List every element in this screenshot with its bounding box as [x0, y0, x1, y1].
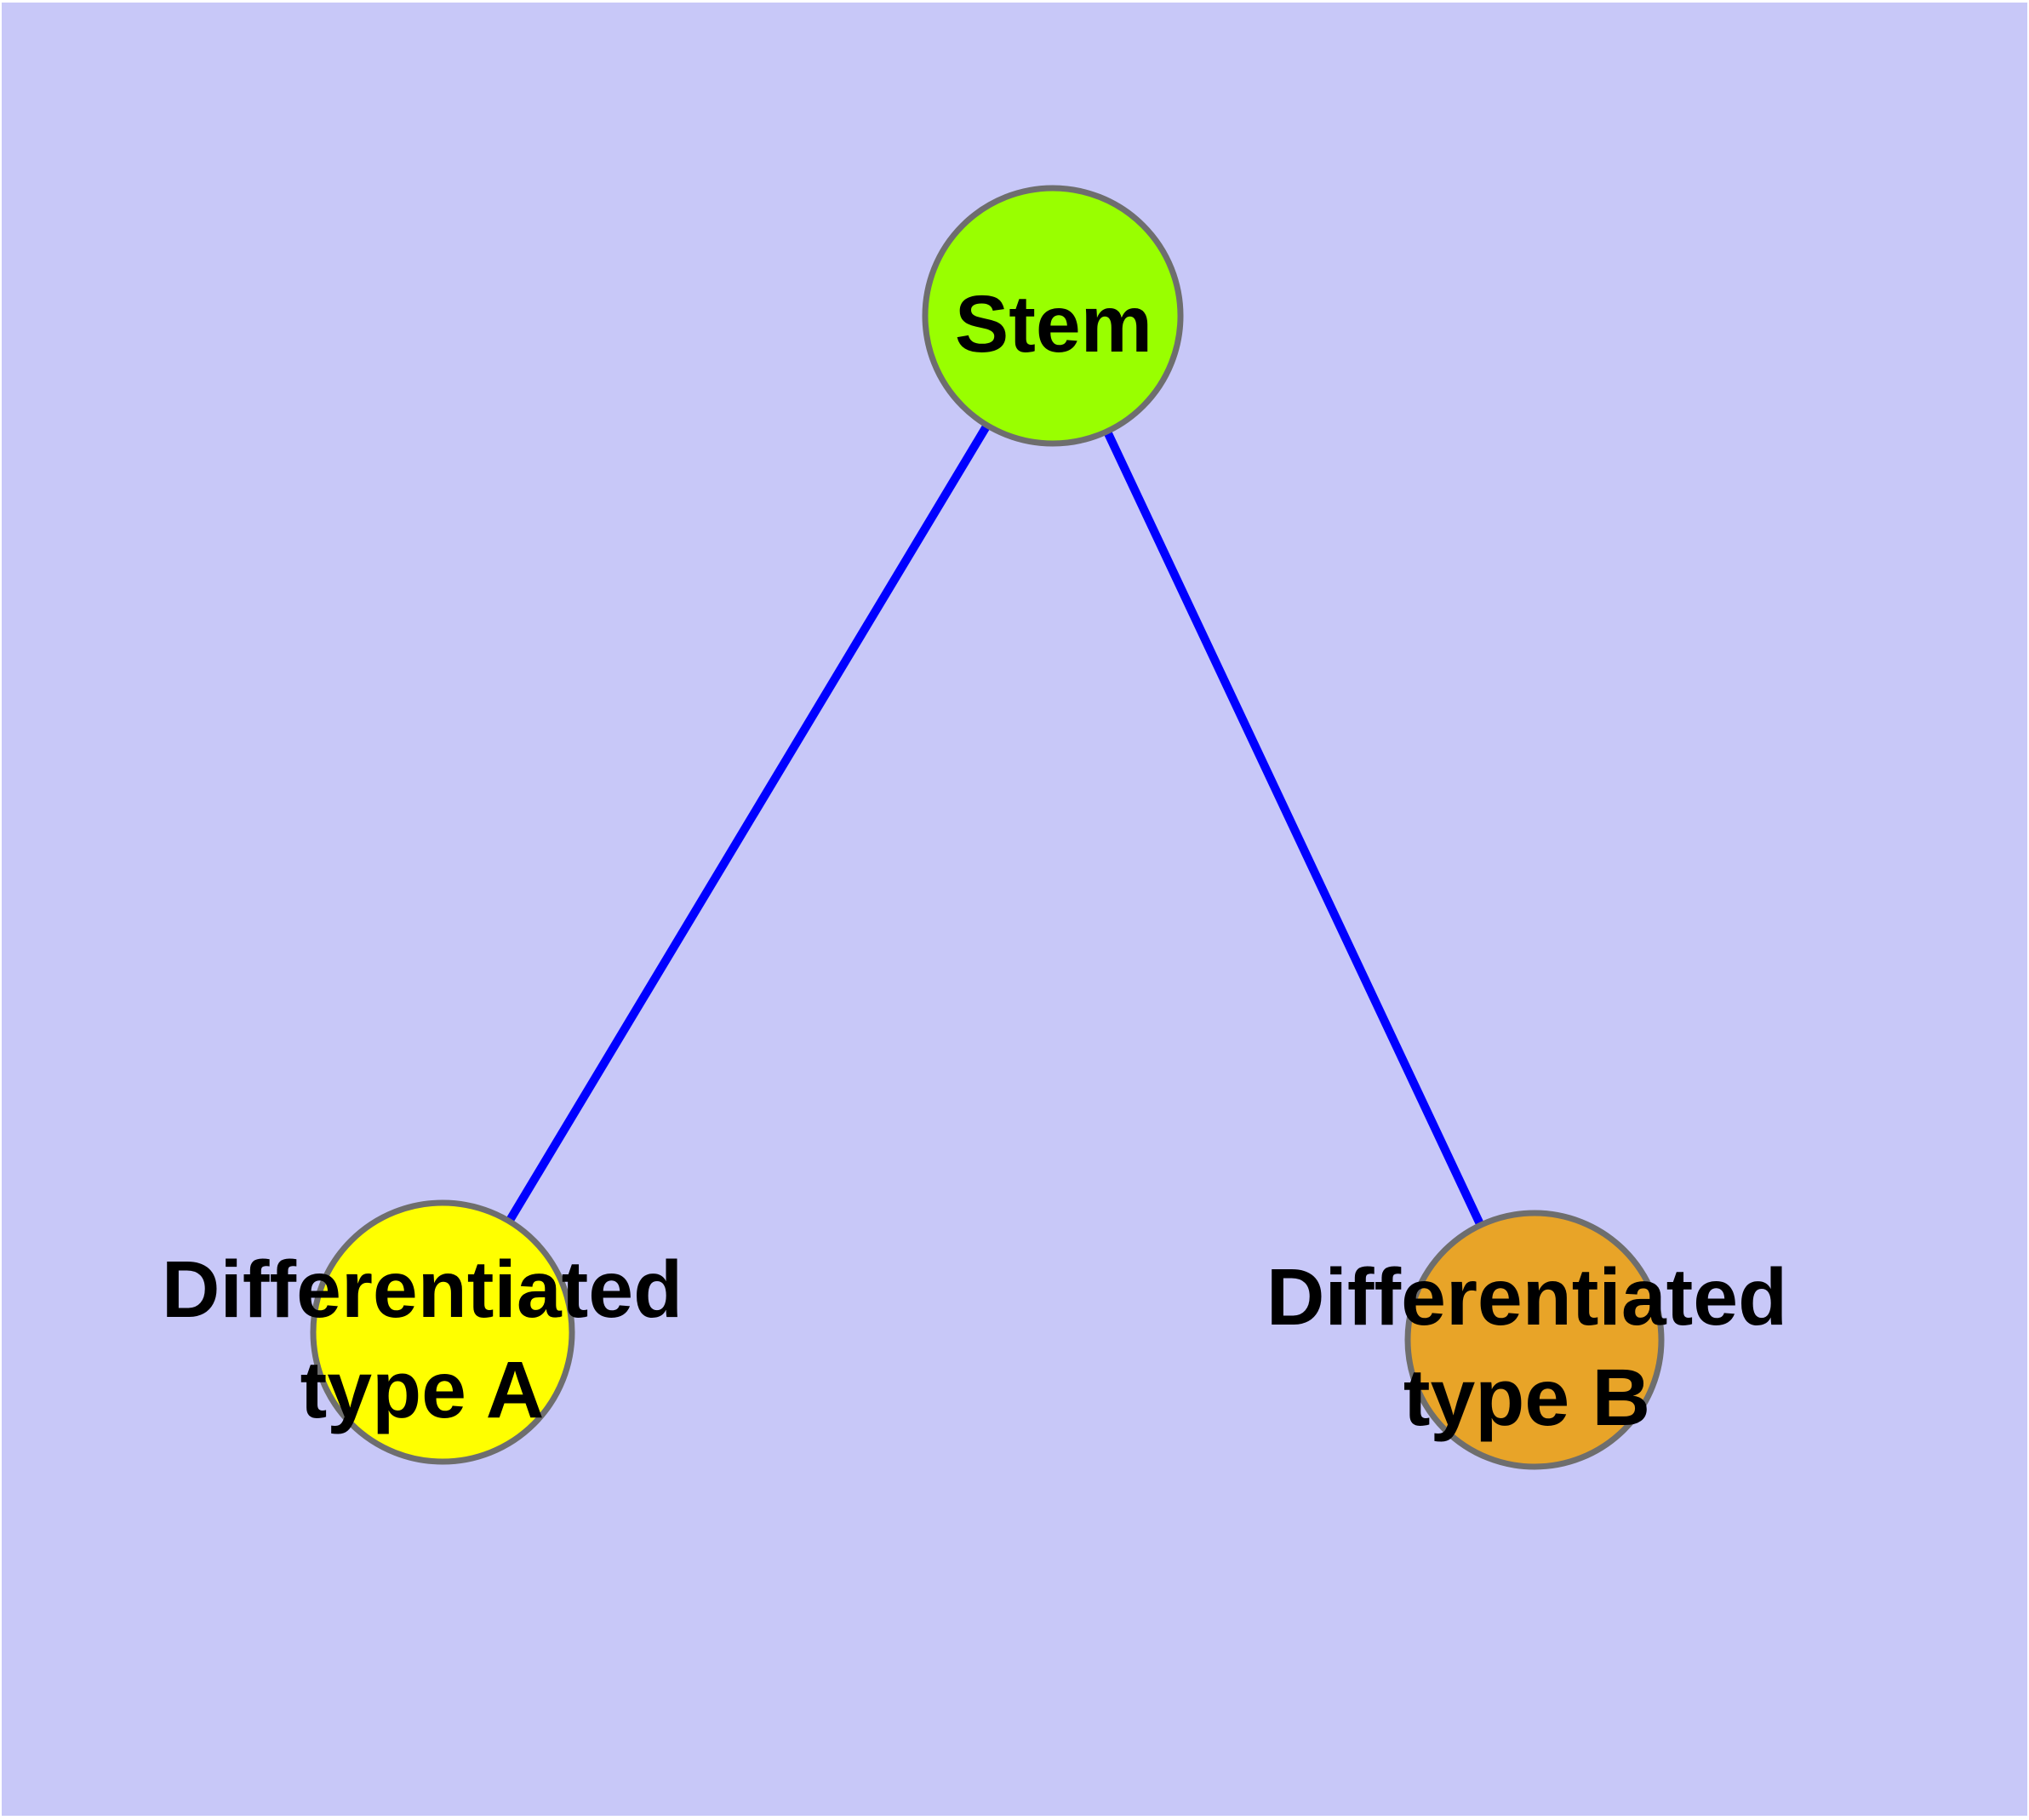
edge-stem-to-type-a: [438, 313, 1057, 1335]
node-type-b-label-line1: Differentiated: [1266, 1252, 1787, 1342]
node-stem-label: Stem: [955, 279, 1152, 369]
edge-stem-to-type-b: [1049, 313, 1539, 1342]
node-differentiated-type-b: Differentiated type B: [1266, 1210, 1787, 1470]
node-stem-circle: [922, 185, 1184, 447]
node-stem: Stem: [922, 185, 1184, 447]
node-type-b-label-line2: type B: [1403, 1353, 1650, 1443]
node-type-a-label-line1: Differentiated: [162, 1245, 683, 1335]
node-differentiated-type-a: Differentiated type A: [162, 1199, 683, 1465]
node-type-b-circle: [1404, 1210, 1665, 1470]
node-type-a-label-line2: type A: [300, 1345, 545, 1435]
node-type-a-circle: [310, 1199, 575, 1465]
